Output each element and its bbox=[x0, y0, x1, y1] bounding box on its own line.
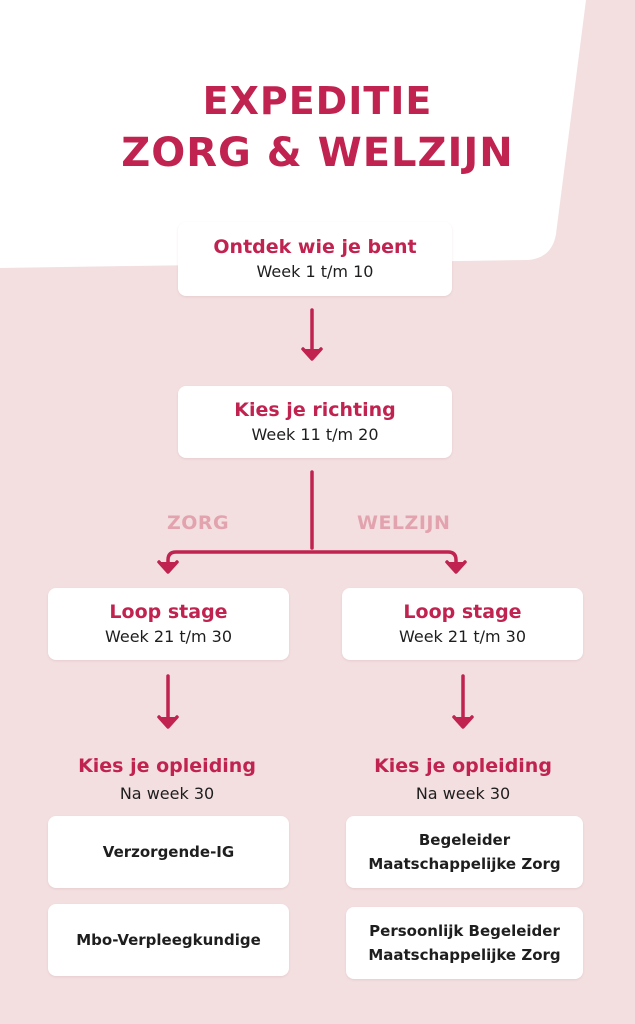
left-option-card: Mbo-Verpleegkundige bbox=[48, 904, 289, 976]
branch-left-head bbox=[157, 560, 179, 574]
step-direction-card: Kies je richting Week 11 t/m 20 bbox=[178, 386, 452, 458]
page-title-line-1: EXPEDITIE bbox=[202, 79, 433, 123]
left-stage-card: Loop stage Week 21 t/m 30 bbox=[48, 588, 289, 660]
branch-right-head bbox=[445, 560, 467, 574]
right-option-line-1: Persoonlijk Begeleider bbox=[369, 922, 560, 940]
step-discover-weeks: Week 1 t/m 10 bbox=[256, 262, 374, 281]
right-option-card: Persoonlijk Begeleider Maatschappelijke … bbox=[346, 907, 583, 979]
right-option-line-1: Begeleider bbox=[418, 831, 511, 849]
step-discover-heading: Ontdek wie je bent bbox=[213, 236, 417, 258]
right-choose-heading: Kies je opleiding bbox=[374, 755, 552, 777]
left-option-label: Mbo-Verpleegkundige bbox=[76, 931, 261, 949]
arrow-1-head bbox=[301, 347, 323, 361]
right-stage-weeks: Week 21 t/m 30 bbox=[398, 627, 527, 646]
left-option-label: Verzorgende-IG bbox=[102, 843, 235, 861]
right-stage-card: Loop stage Week 21 t/m 30 bbox=[342, 588, 583, 660]
right-option-line-2: Maatschappelijke Zorg bbox=[368, 855, 561, 873]
branch-connector bbox=[166, 470, 458, 568]
branch-label-welzijn: WELZIJN bbox=[357, 512, 451, 534]
top-white-panel bbox=[0, 0, 586, 268]
arrow-left-head bbox=[157, 715, 179, 729]
right-stage-heading: Loop stage bbox=[403, 601, 522, 623]
step-direction-weeks: Week 11 t/m 20 bbox=[251, 425, 379, 444]
left-choose-heading: Kies je opleiding bbox=[78, 755, 256, 777]
right-choose-sub: Na week 30 bbox=[415, 784, 511, 803]
left-option-card: Verzorgende-IG bbox=[48, 816, 289, 888]
right-option-line-2: Maatschappelijke Zorg bbox=[368, 946, 561, 964]
arrow-right-head bbox=[452, 715, 474, 729]
right-option-card: Begeleider Maatschappelijke Zorg bbox=[346, 816, 583, 888]
step-discover-card: Ontdek wie je bent Week 1 t/m 10 bbox=[178, 222, 452, 296]
branch-label-zorg: ZORG bbox=[167, 512, 230, 534]
page-title-line-2: ZORG & WELZIJN bbox=[121, 130, 514, 176]
left-choose-sub: Na week 30 bbox=[119, 784, 215, 803]
left-stage-heading: Loop stage bbox=[109, 601, 228, 623]
step-direction-heading: Kies je richting bbox=[234, 399, 396, 421]
left-stage-weeks: Week 21 t/m 30 bbox=[104, 627, 233, 646]
